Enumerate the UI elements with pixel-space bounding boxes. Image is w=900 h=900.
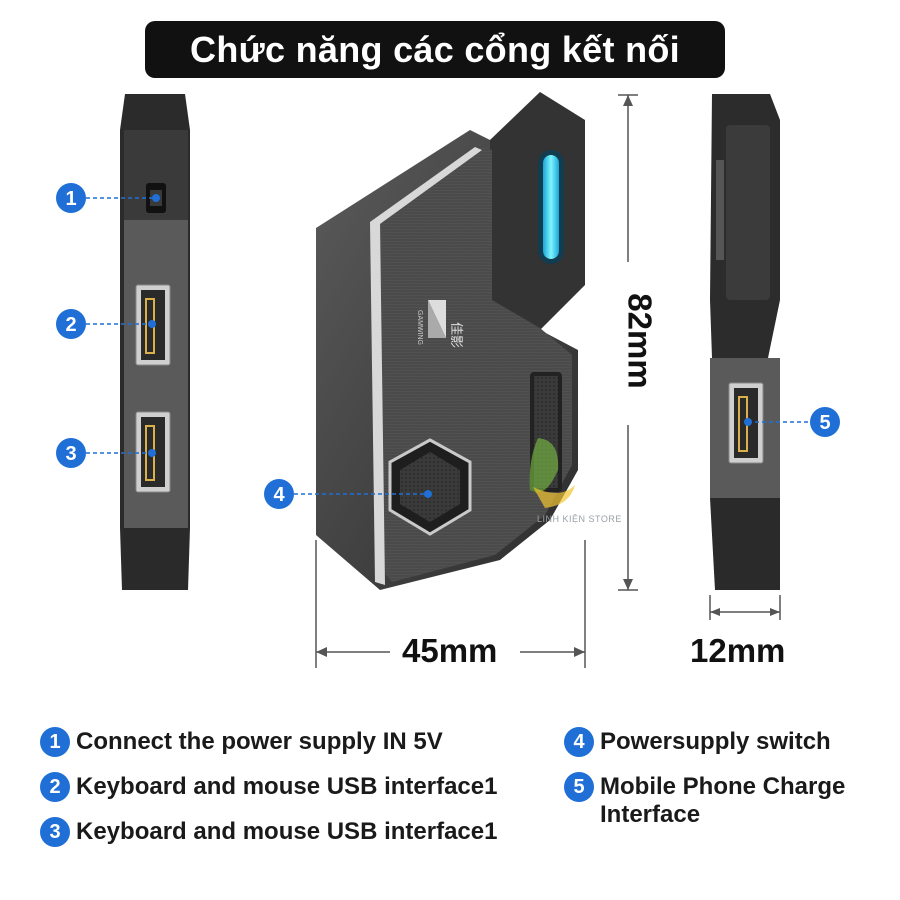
dimension-lines	[315, 94, 781, 668]
legend-badge: 1	[40, 727, 70, 757]
store-watermark: LINH KIỆN STORE	[537, 514, 622, 524]
brand-logo: 佳影 GAMWING	[416, 300, 464, 348]
power-switch	[388, 438, 472, 536]
legend-text: Keyboard and mouse USB interface1	[76, 773, 498, 800]
legend-badge: 3	[40, 817, 70, 847]
legend-text: Connect the power supply IN 5V	[76, 728, 443, 755]
callout-dots	[148, 194, 752, 498]
callout-badge-4: 4	[264, 479, 294, 509]
svg-text:5: 5	[819, 412, 830, 434]
legend-badge: 4	[564, 727, 594, 757]
page-title: Chức năng các cổng kết nối	[145, 21, 725, 78]
legend-badge: 5	[564, 772, 594, 802]
legend-item-1: 1 Connect the power supply IN 5V	[40, 727, 443, 757]
callout-badge-3: 3	[56, 438, 86, 468]
svg-text:2: 2	[65, 314, 76, 336]
front-view: 佳影 GAMWING	[316, 92, 585, 590]
right-side-view	[710, 94, 780, 590]
legend-item-5: 5 Mobile Phone Charge Interface	[564, 772, 874, 829]
legend-item-2: 2 Keyboard and mouse USB interface1	[40, 772, 498, 802]
width-dimension-label: 45mm	[402, 632, 498, 669]
svg-text:3: 3	[65, 443, 76, 465]
height-dimension-label: 82mm	[621, 293, 659, 389]
svg-text:佳影: 佳影	[449, 322, 464, 348]
legend-item-3: 3 Keyboard and mouse USB interface1	[40, 817, 498, 847]
left-side-view	[120, 94, 190, 590]
callout-badge-5: 5	[810, 407, 840, 437]
depth-dimension-label: 12mm	[690, 632, 786, 669]
svg-text:GAMWING: GAMWING	[416, 310, 423, 345]
callout-badge-2: 2	[56, 309, 86, 339]
svg-text:4: 4	[273, 484, 285, 506]
legend-text: Powersupply switch	[600, 728, 831, 755]
page-title-text: Chức năng các cổng kết nối	[190, 28, 680, 70]
callout-badge-1: 1	[56, 183, 86, 213]
callout-lines	[86, 197, 810, 495]
legend-text: Mobile Phone Charge Interface	[600, 773, 846, 828]
legend-item-4: 4 Powersupply switch	[564, 727, 831, 757]
svg-text:1: 1	[65, 188, 76, 210]
legend-badge: 2	[40, 772, 70, 802]
legend-text: Keyboard and mouse USB interface1	[76, 818, 498, 845]
